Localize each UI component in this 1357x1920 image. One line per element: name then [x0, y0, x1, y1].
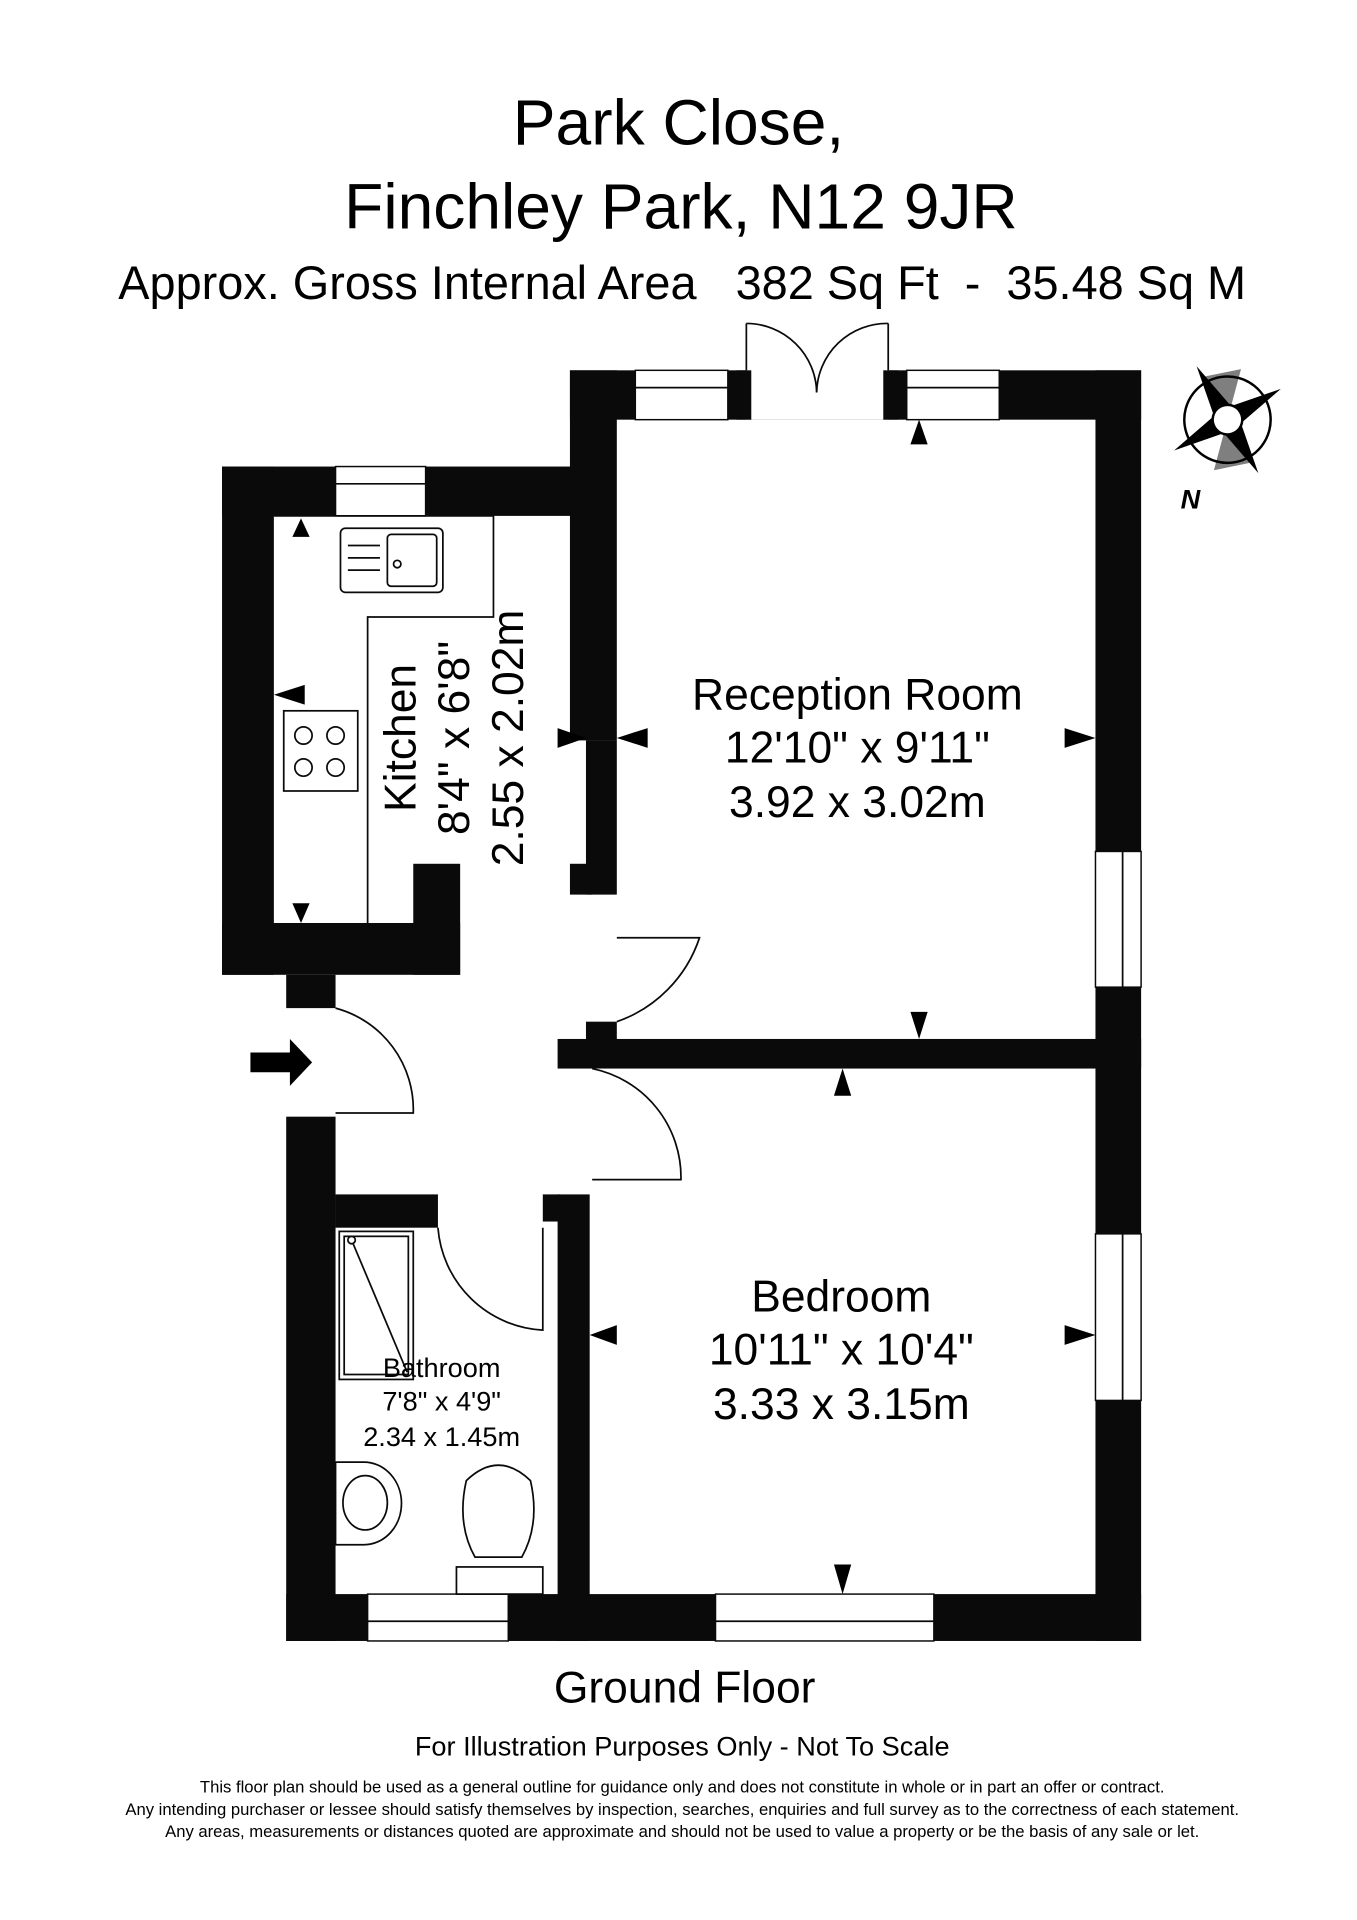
- room-name: Bathroom: [383, 1352, 501, 1383]
- room-name: Bedroom: [751, 1273, 931, 1322]
- compass-north-label: N: [1181, 483, 1202, 514]
- toilet-icon: [455, 1464, 544, 1595]
- compass-icon: [1174, 366, 1281, 474]
- room-name: Kitchen: [377, 664, 426, 812]
- title-line-1: Park Close,: [513, 87, 844, 159]
- room-kitchen: Kitchen 8'4" x 6'8" 2.55 x 2.02m: [377, 610, 533, 867]
- entrance-arrow-icon: [250, 1038, 313, 1086]
- fixtures: [273, 515, 544, 1595]
- room-size-imperial: 7'8" x 4'9": [382, 1385, 501, 1416]
- room-size-imperial: 8'4" x 6'8": [430, 641, 479, 835]
- room-bathroom: Bathroom 7'8" x 4'9" 2.34 x 1.45m: [363, 1352, 520, 1452]
- dimension-markers: [273, 419, 1096, 1595]
- room-bedroom: Bedroom 10'11" x 10'4" 3.33 x 3.15m: [709, 1273, 974, 1429]
- room-size-metric: 3.33 x 3.15m: [713, 1380, 970, 1429]
- doors: [335, 322, 890, 1332]
- room-size-imperial: 12'10" x 9'11": [725, 724, 990, 773]
- basin-icon: [334, 1461, 403, 1546]
- title-line-2: Finchley Park, N12 9JR: [344, 170, 1018, 242]
- disclaimer-line-3: Any areas, measurements or distances quo…: [165, 1822, 1199, 1841]
- disclaimer-line-1: This floor plan should be used as a gene…: [200, 1778, 1165, 1797]
- shower-icon: [338, 1230, 415, 1381]
- floor-label: Ground Floor: [554, 1664, 816, 1713]
- room-size-metric: 3.92 x 3.02m: [729, 778, 986, 827]
- room-size-metric: 2.55 x 2.02m: [484, 610, 533, 867]
- room-size-metric: 2.34 x 1.45m: [363, 1421, 520, 1452]
- windows: [334, 320, 1142, 1642]
- room-name: Reception Room: [692, 671, 1023, 720]
- disclaimer-line-2: Any intending purchaser or lessee should…: [125, 1800, 1239, 1819]
- room-reception: Reception Room 12'10" x 9'11" 3.92 x 3.0…: [692, 671, 1023, 827]
- scale-note: For Illustration Purposes Only - Not To …: [415, 1731, 950, 1762]
- sink-icon: [339, 527, 444, 594]
- hob-icon: [282, 709, 359, 792]
- room-size-imperial: 10'11" x 10'4": [709, 1326, 974, 1375]
- gross-area: Approx. Gross Internal Area 382 Sq Ft - …: [118, 257, 1246, 309]
